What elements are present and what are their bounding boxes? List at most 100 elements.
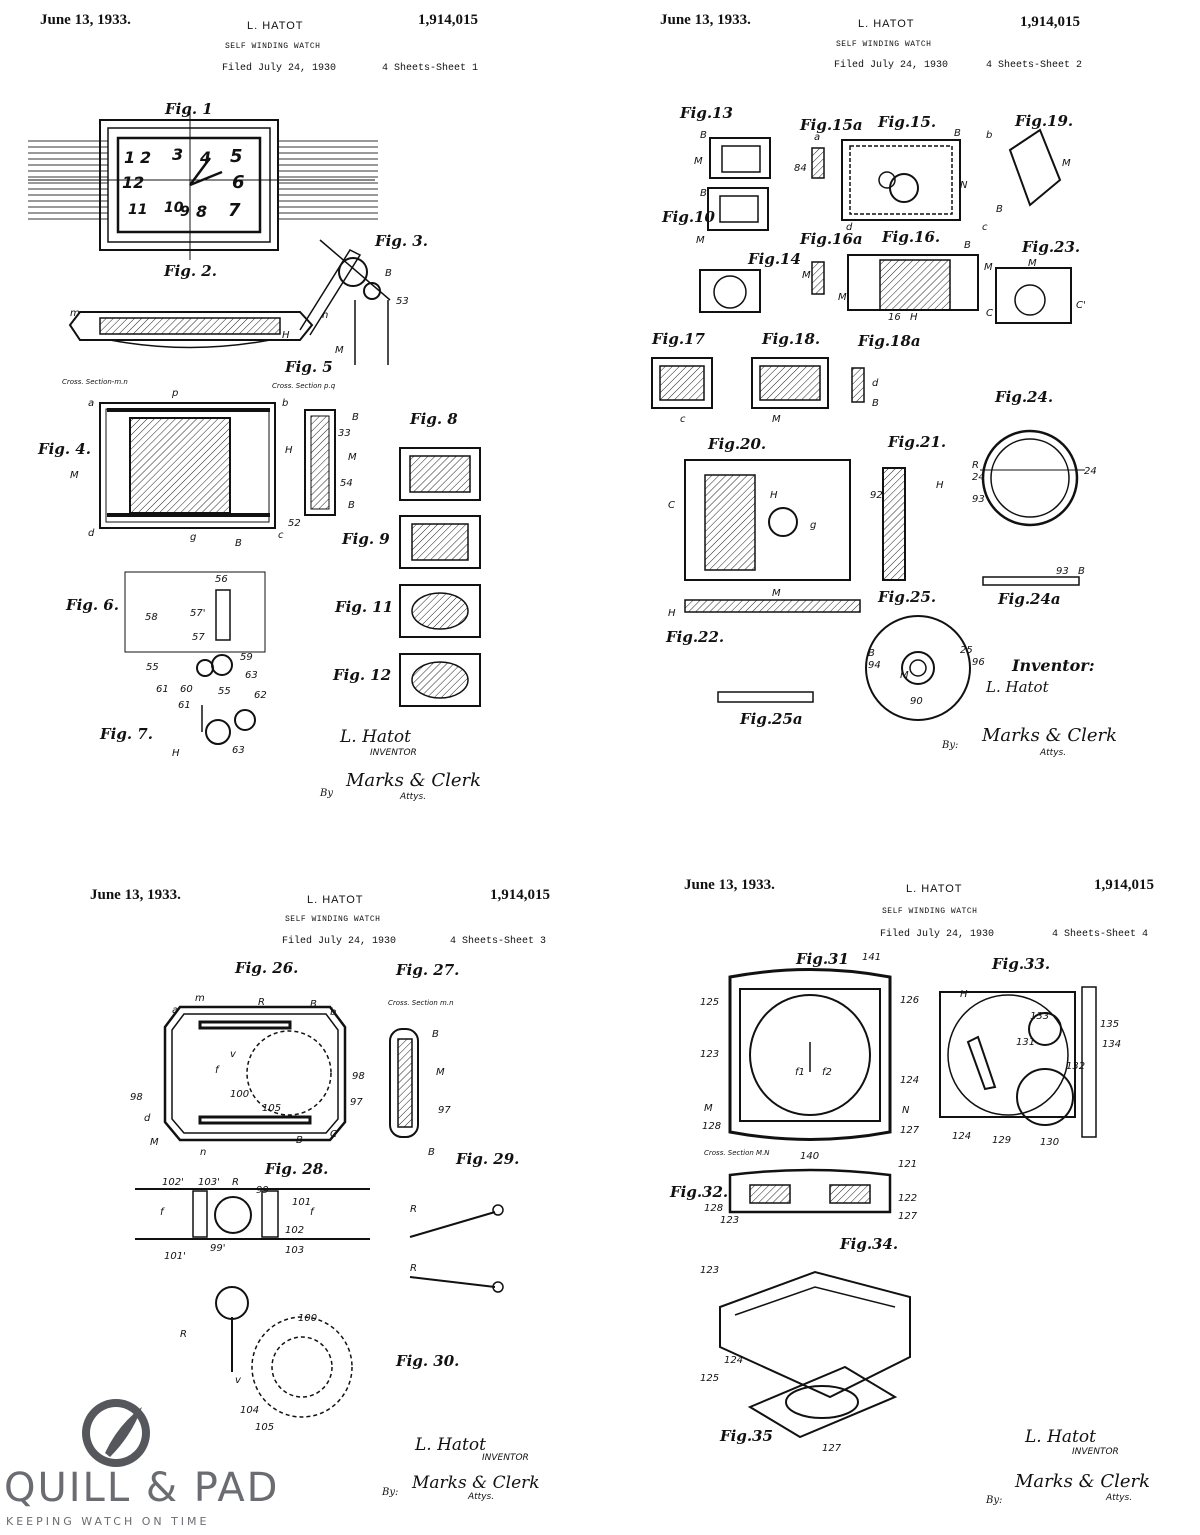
attorney-signature: Marks & Clerk [412, 1473, 540, 1493]
ref-label: 54 [340, 478, 353, 489]
figure-label: Fig.21. [888, 433, 946, 451]
ref-label: 126 [900, 995, 919, 1006]
ref-label: B [235, 538, 242, 549]
ref-label: 63 [245, 670, 258, 681]
ref-label: 25 [960, 645, 973, 656]
dial-numeral: 4 [200, 148, 211, 167]
ref-label: 123 [700, 1265, 719, 1276]
figure-label: Fig. 1 [165, 100, 213, 118]
ref-label: 55 [218, 686, 231, 697]
attorney-signature: Marks & Clerk [1015, 1471, 1150, 1492]
ref-label: a [88, 398, 94, 409]
ref-label: H [960, 989, 968, 1000]
ref-label: m [195, 993, 205, 1004]
attorney-role: Attys. [468, 1492, 494, 1502]
dial-numeral: 9 [180, 204, 190, 220]
ref-label: 141 [862, 952, 881, 963]
ref-label: B [868, 648, 875, 659]
ref-label: 90 [910, 696, 923, 707]
ref-label: C [668, 500, 675, 511]
ref-label: 92 [870, 490, 883, 501]
attorney-role: Attys. [1106, 1493, 1132, 1503]
ref-label: 52 [288, 518, 301, 529]
ref-label: B [348, 500, 355, 511]
figure-label: Fig. 5 [285, 358, 333, 376]
ref-label: M [704, 1103, 713, 1114]
ref-label: 100 [298, 1313, 317, 1324]
ref-label: n [200, 1147, 206, 1158]
figure-label: Fig.25a [740, 710, 803, 728]
ref-label: n [322, 310, 328, 321]
dial-numeral: 2 [140, 148, 151, 167]
figure-label: Fig.31 [796, 950, 849, 968]
dial-numeral: 3 [172, 145, 183, 164]
ref-label: 124 [900, 1075, 919, 1086]
ref-label: a [814, 132, 820, 143]
ref-label: 94 [868, 660, 881, 671]
ref-label: B [385, 268, 392, 279]
figure-label: Fig.16. [882, 228, 940, 246]
ref-label: 131 [1016, 1037, 1035, 1048]
ref-label: R [258, 997, 265, 1008]
figure-label: Fig. 3. [375, 232, 428, 250]
ref-label: M [1062, 158, 1071, 169]
ref-label: 129 [992, 1135, 1011, 1146]
ref-label: M [694, 156, 703, 167]
ref-label: 101 [292, 1197, 311, 1208]
ref-label: 140 [800, 1151, 819, 1162]
signature-role: INVENTOR [370, 748, 417, 758]
ref-label: f [215, 1065, 219, 1076]
ref-label: 134 [1102, 1039, 1121, 1050]
figure-label: Fig.13 [680, 104, 733, 122]
ref-label: 55 [146, 662, 159, 673]
ref-label: 62 [254, 690, 267, 701]
figure-label: Fig. 26. [235, 959, 298, 977]
ref-label: 93 [1056, 566, 1069, 577]
ref-label: 127 [822, 1443, 841, 1454]
ref-label: c [680, 414, 686, 425]
patent-sheet-4: June 13, 1933. L. HATOT 1,914,015 SELF W… [600, 767, 1200, 1534]
ref-label: 101' [164, 1251, 186, 1262]
ref-label: R [410, 1263, 417, 1274]
dial-numeral: 7 [228, 200, 241, 221]
ref-label: M [900, 670, 909, 681]
dial-numeral: 6 [232, 172, 245, 193]
ref-label: b [282, 398, 288, 409]
figure-label: Fig.32. [670, 1183, 728, 1201]
ref-label: d [144, 1113, 150, 1124]
ref-label: f [160, 1207, 164, 1218]
ref-label: 98 [130, 1092, 143, 1103]
ref-label: 33 [338, 428, 351, 439]
ref-label: M [772, 414, 781, 425]
inventor-signature: L. Hatot [340, 727, 411, 747]
ref-label: M [348, 452, 357, 463]
ref-label: H [770, 490, 778, 501]
ref-label: 24 [972, 472, 985, 483]
ref-label: B [996, 204, 1003, 215]
ref-label: g [810, 520, 816, 531]
figure-label: Fig. 12 [333, 666, 391, 684]
ref-label: d [846, 222, 852, 233]
signature-role: INVENTOR [482, 1453, 529, 1463]
ref-label: M [335, 345, 344, 356]
ref-label: 132 [1066, 1061, 1085, 1072]
ref-label: 99' [210, 1243, 225, 1254]
by-label: By: [986, 1495, 1002, 1506]
figure-label: Fig.19. [1015, 112, 1073, 130]
ref-label: f1 [795, 1067, 805, 1078]
ref-label: N [902, 1105, 909, 1116]
ref-label: 124 [724, 1355, 743, 1366]
ref-label: v [230, 1049, 236, 1060]
figure-label: Fig. 29. [456, 1150, 519, 1168]
ref-label: R [410, 1204, 417, 1215]
ref-label: b [330, 1007, 336, 1018]
ref-label: C [986, 308, 993, 319]
ref-label: 135 [1100, 1019, 1119, 1030]
ref-label: B [700, 130, 707, 141]
ref-label: H [172, 748, 180, 759]
ref-label: 97 [350, 1097, 363, 1108]
ref-label: 124 [952, 1131, 971, 1142]
patent-sheet-1: June 13, 1933. L. HATOT 1,914,015 SELF W… [0, 0, 600, 767]
ref-label: M [1028, 258, 1037, 269]
ref-label: 16 [888, 312, 901, 323]
